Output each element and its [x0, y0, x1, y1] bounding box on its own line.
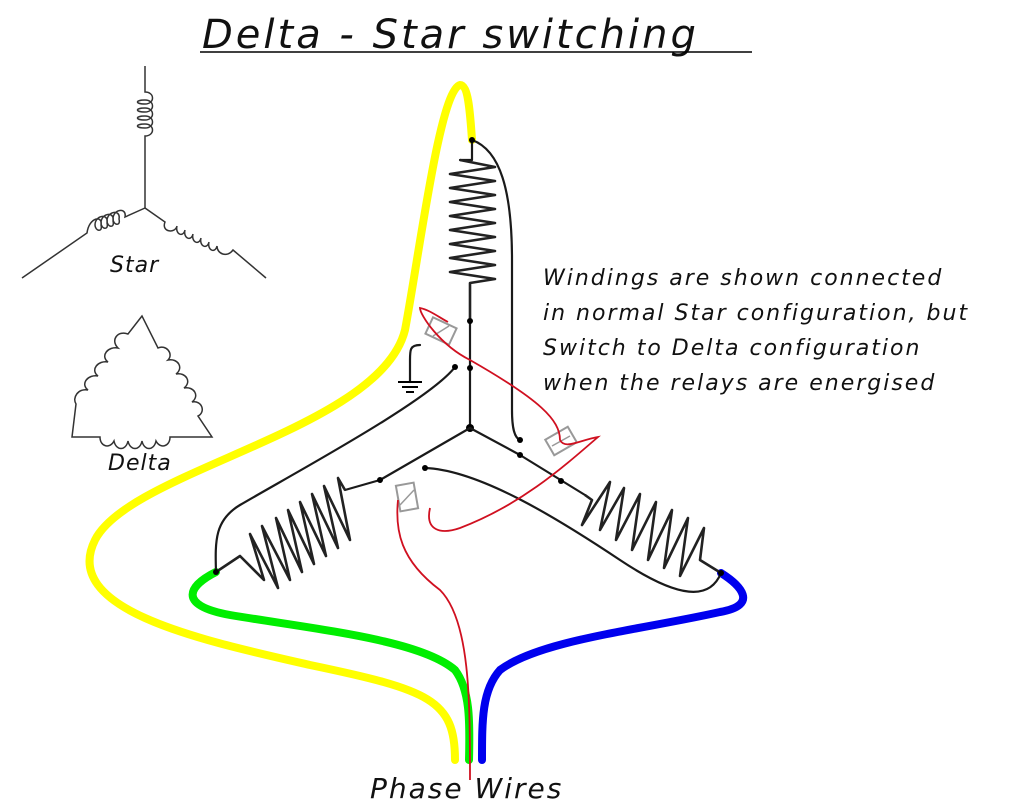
left-relay[interactable]	[394, 481, 420, 513]
left-winding	[213, 364, 458, 590]
control-wire[interactable]	[396, 306, 602, 781]
note-line-3: Switch to Delta configuration	[543, 336, 921, 361]
phase-wires-label: Phase Wires	[370, 772, 563, 805]
delta-label: Delta	[108, 451, 172, 476]
right-winding	[422, 465, 724, 593]
note-line-4: when the relays are energised	[543, 371, 936, 396]
ground-icon	[398, 343, 422, 393]
top-winding	[448, 137, 523, 443]
phase-wire-blue[interactable]	[478, 569, 748, 764]
star-symbol-icon: Star	[21, 66, 267, 279]
page-title: Delta - Star switching	[202, 12, 699, 58]
top-relay[interactable]	[424, 316, 458, 346]
phase-wire-green[interactable]	[188, 568, 474, 764]
note-line-1: Windings are shown connected	[543, 266, 943, 291]
star-leg-left	[343, 426, 472, 492]
annotation-note: Windings are shown connected in normal S…	[543, 266, 969, 396]
delta-symbol-icon: Delta	[71, 314, 214, 476]
star-label: Star	[110, 253, 160, 278]
phase-wire-yellow[interactable]	[85, 80, 476, 764]
note-line-2: in normal Star configuration, but	[543, 301, 969, 326]
